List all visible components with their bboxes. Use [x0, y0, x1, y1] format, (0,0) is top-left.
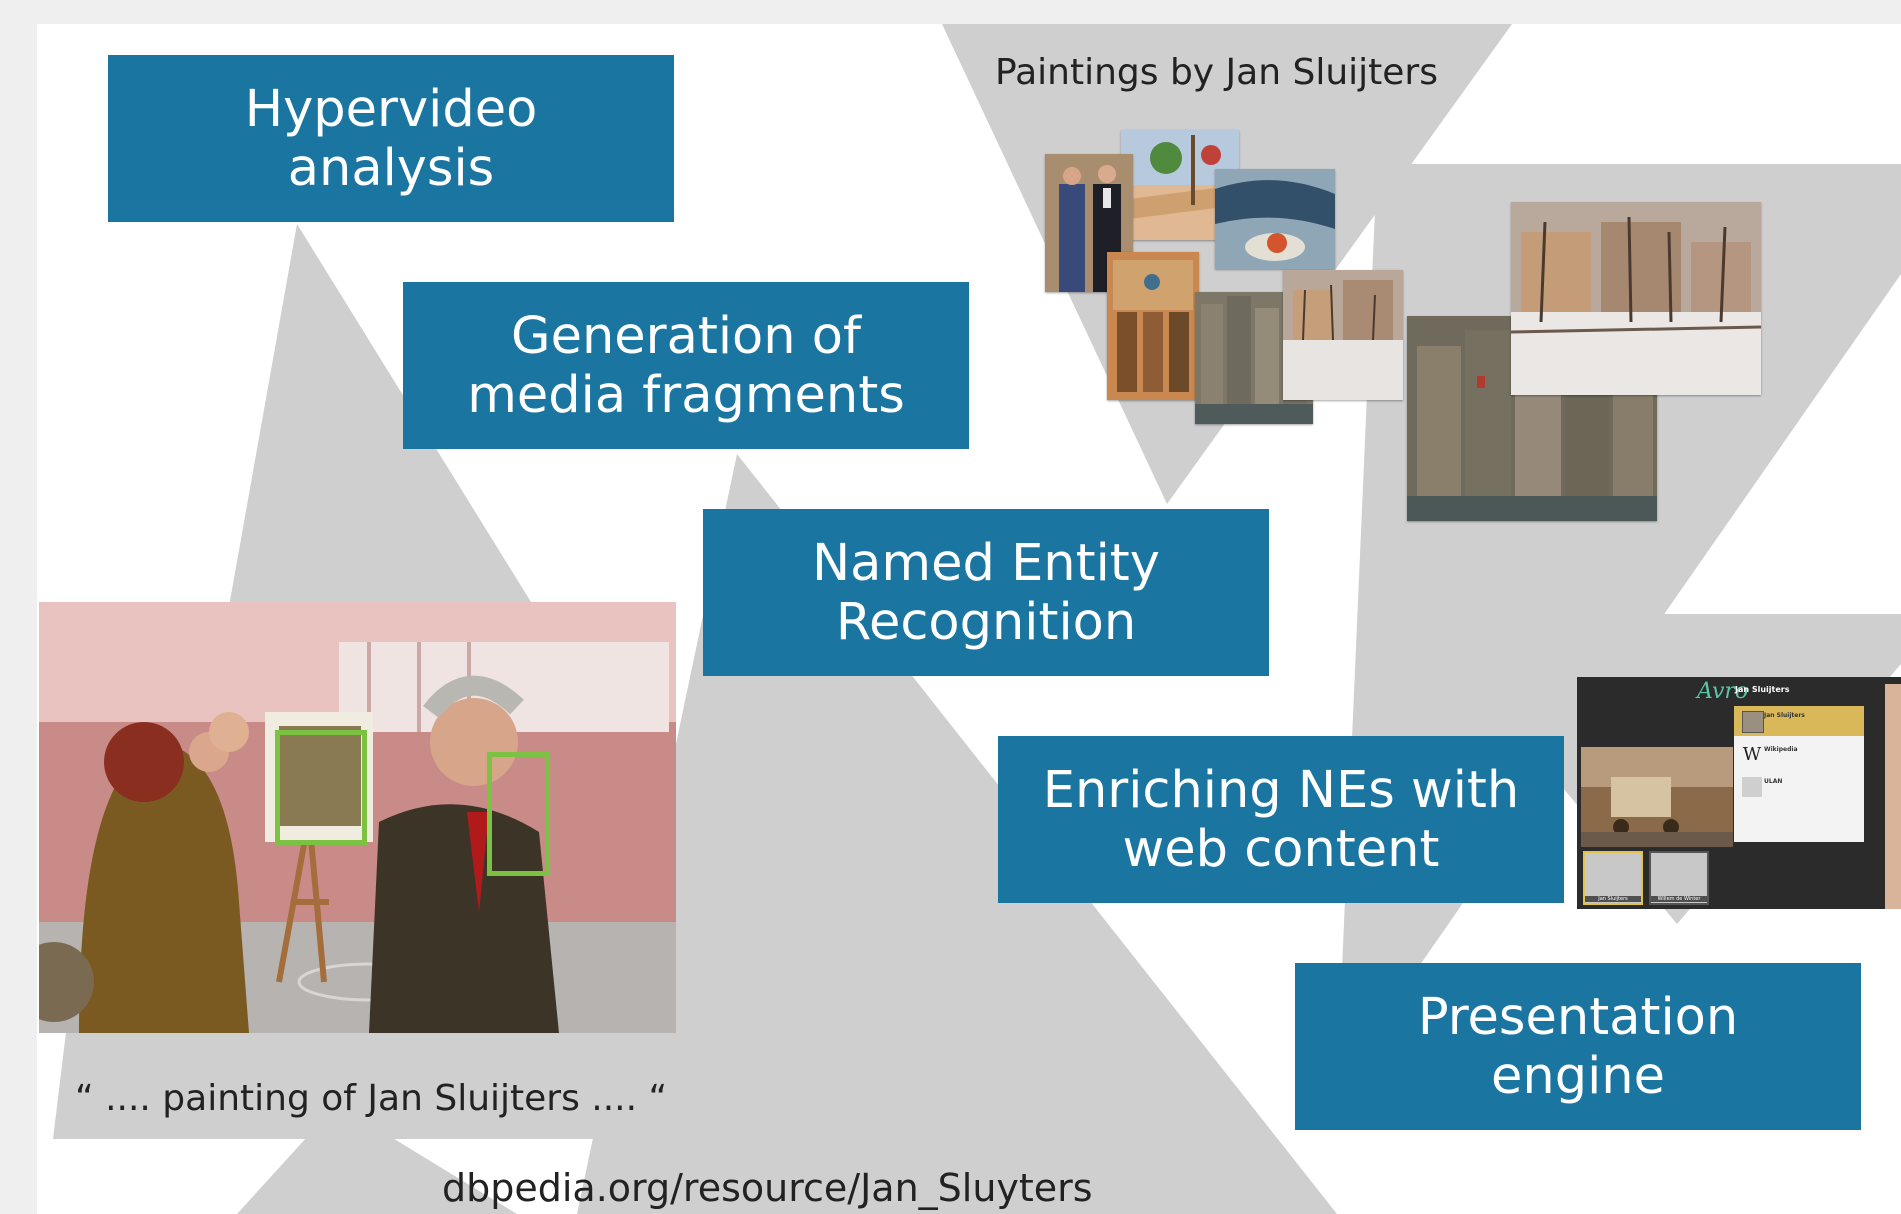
portrait-icon	[1742, 711, 1764, 733]
ulan-icon	[1742, 777, 1762, 797]
box-presentation-engine: Presentation engine	[1295, 963, 1861, 1130]
app-entity-panel: Jan Sluijters W Wikipedia ULAN	[1734, 706, 1864, 842]
portrait-cropped	[1885, 684, 1901, 909]
box-line: Presentation	[1417, 987, 1739, 1047]
triangle-bottom	[237, 1104, 517, 1214]
painting-snow-large	[1511, 202, 1761, 395]
app-title: Jan Sluijters	[1735, 685, 1790, 694]
app-face-label: Jan Sluijters	[1585, 896, 1641, 902]
app-row-jan-sluijters[interactable]: Jan Sluijters	[1734, 706, 1864, 736]
box-line: Enriching NEs with	[1042, 760, 1520, 820]
box-line: Named Entity	[812, 533, 1160, 593]
box-line: analysis	[287, 138, 495, 198]
painting-snow-street	[1283, 270, 1403, 400]
box-named-entity-recognition: Named Entity Recognition	[703, 509, 1269, 676]
wikipedia-icon: W	[1742, 744, 1762, 765]
app-row-wikipedia[interactable]: W Wikipedia	[1734, 740, 1864, 770]
video-still	[39, 602, 676, 1033]
app-logo: Avro	[1697, 679, 1749, 704]
app-face-label: Willem de Winter	[1651, 896, 1707, 902]
box-line: engine	[1491, 1046, 1665, 1106]
app-face-jan-sluijters[interactable]: Jan Sluijters	[1583, 851, 1643, 905]
caption-paintings: Paintings by Jan Sluijters	[995, 52, 1438, 93]
box-line: Hypervideo	[244, 79, 538, 139]
painting-still-life	[1215, 169, 1335, 269]
presentation-app-screenshot: Avro Jan Sluijters Jan Sluijters W Wikip…	[1577, 677, 1901, 909]
detection-box-person	[487, 752, 550, 876]
box-line: media fragments	[467, 365, 905, 425]
app-row-label: Jan Sluijters	[1764, 712, 1805, 719]
box-line: Generation of	[511, 306, 861, 366]
app-row-ulan[interactable]: ULAN	[1734, 772, 1864, 802]
box-enriching-nes: Enriching NEs with web content	[998, 736, 1564, 903]
box-generation-media-fragments: Generation of media fragments	[403, 282, 969, 449]
app-row-label: ULAN	[1764, 778, 1783, 785]
box-line: web content	[1122, 819, 1440, 879]
app-video-thumbnail	[1581, 747, 1733, 847]
detection-box-painting	[275, 730, 367, 845]
slide: Avro Jan Sluijters Jan Sluijters W Wikip…	[37, 24, 1901, 1214]
painting-market	[1107, 252, 1199, 400]
quote-band	[53, 1024, 777, 1139]
box-line: Recognition	[835, 592, 1137, 652]
caption-dbpedia[interactable]: dbpedia.org/resource/Jan_Sluyters	[442, 1166, 1093, 1210]
app-row-label: Wikipedia	[1764, 746, 1798, 753]
video-frame[interactable]	[39, 602, 676, 1033]
box-hypervideo-analysis: Hypervideo analysis	[108, 55, 674, 222]
caption-quote: “ .... painting of Jan Sluijters .... “	[75, 1078, 668, 1119]
app-face-willem-de-winter[interactable]: Willem de Winter	[1649, 851, 1709, 905]
